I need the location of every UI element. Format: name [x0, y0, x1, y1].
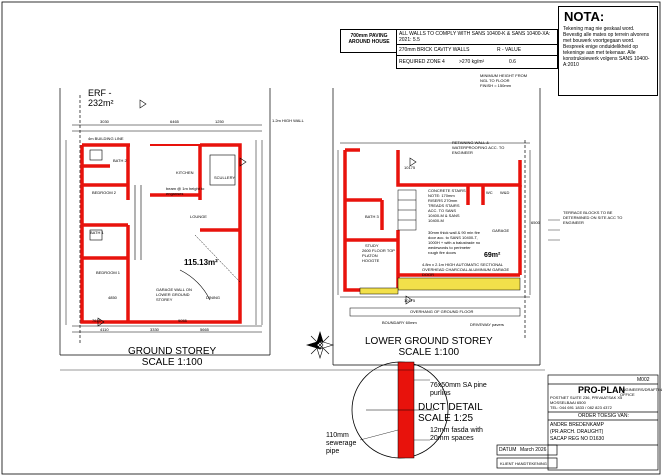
duct-scale: SCALE 1:25 — [418, 413, 474, 424]
duct-fascia: 12mm fasda with 20mm spaces — [430, 427, 483, 442]
room-bath3: BATH 3 — [365, 214, 379, 219]
lower-scale: SCALE 1:100 — [398, 347, 460, 358]
dim-ground-9055: 9055 — [178, 318, 187, 323]
brick-walls-label: 270mm BRICK CAVITY WALLS — [399, 47, 470, 53]
company-address2: MOSSELBAAI 6500 — [550, 400, 586, 405]
ground-walls — [80, 143, 242, 324]
stairs-note: CONCRETE STAIRS NOTE: 170mm RISERS 270mm… — [428, 188, 466, 223]
balustrade-note: 30mm thick wall & 90 min fire door acc. … — [428, 230, 481, 255]
duct-title-block: DUCT DETAIL SCALE 1:25 — [418, 402, 483, 424]
room-wd: W&D — [500, 190, 510, 195]
drafter-name: ANDRE BREDENKAMP — [550, 422, 604, 428]
dim-bottom-2: 3330 — [150, 327, 159, 332]
room-scullery: SCULLERY — [214, 175, 236, 180]
lower-dimension-lines — [337, 142, 531, 298]
room-kitchen: KITCHEN — [176, 170, 194, 175]
room-bath1: BATH 1 — [90, 230, 104, 235]
lower-dim-top: 10175 — [404, 165, 416, 170]
title-block-frame — [496, 374, 659, 471]
min-height-line3: FINISH = 150mm — [480, 83, 512, 88]
driveway-note: DRIVEWAY pavers — [470, 322, 504, 327]
ground-dimension-lines — [65, 124, 263, 333]
building-line-note: 4m BUILDING LINE — [88, 136, 124, 141]
min-height-line1: MINIMUM HEIGHT FROM — [480, 73, 528, 78]
room-bedroom1: BEDROOM 1 — [96, 270, 121, 275]
dim-ground-4850: 4850 — [108, 295, 117, 300]
sheet-number: M002 — [637, 377, 650, 383]
sacap-number: SACAP REG NO D1630 — [550, 436, 605, 442]
study-note: 2600 FLOOR TOP PLATON HOOGTE — [362, 248, 395, 263]
section-markers — [97, 99, 417, 327]
erf-label: ERF - — [88, 88, 112, 98]
garage-door-note: 4.8m x 2.1m HIGH AUTOMATIC SECTIONAL OVE… — [422, 262, 510, 277]
beam-note: beam @ 1m height to enganses — [166, 186, 205, 196]
room-bedroom2: BEDROOM 2 — [92, 190, 117, 195]
terrace-blocks — [548, 219, 560, 241]
density-label: >270 kg/m² — [459, 59, 485, 65]
min-height-line2: NGL TO FLOOR — [480, 78, 510, 83]
paving-note: 700mm PAVING AROUND HOUSE — [348, 33, 390, 45]
garage-door-strip — [397, 277, 521, 291]
room-wc: WC — [486, 190, 493, 195]
room-lounge: LOUNGE — [190, 214, 207, 219]
drafter-role: (PR.ARCH. DRAUGHT) — [550, 429, 604, 435]
walls-comply-note: ALL WALLS TO COMPLY WITH SANS 10400-K & … — [399, 31, 551, 43]
ground-title-block: GROUND STOREY SCALE 1:100 — [128, 346, 216, 368]
erf-area: 232m² — [88, 98, 114, 108]
duct-title: DUCT DETAIL — [418, 402, 483, 413]
lower-title-block: LOWER GROUND STOREY SCALE 1:100 — [365, 336, 493, 358]
lower-area: 69m² — [484, 252, 501, 259]
walls-comply-box: ALL WALLS TO COMPLY WITH SANS 10400-K & … — [396, 29, 558, 45]
zone-label: REQUIRED ZONE 4 — [399, 59, 445, 65]
ground-site-boundary — [59, 88, 271, 356]
client-signature-label: KLIENT HANDTEKENING — [500, 461, 547, 466]
retaining-wall-note: RETAINING WALL & WATERPROOFING ACC. TO E… — [452, 140, 505, 155]
ground-area: 115.13m² — [184, 258, 218, 267]
date-value: March 2026 — [520, 447, 547, 453]
lower-dim-right: 6500 — [531, 220, 540, 225]
terrace-note: TERRACE BLOCKS TO BE DETERMINED ON SITE … — [563, 210, 623, 225]
nota-box: NOTA: Tekening mag nie geskaal word. Bev… — [558, 6, 658, 96]
overhang-note: OVERHANG OF GROUND FLOOR — [410, 309, 474, 314]
r-value: 0.6 — [509, 59, 516, 65]
date-label: DATUM — [499, 447, 517, 453]
r-value-label: R - VALUE — [497, 47, 522, 53]
paving-note-box: 700mm PAVING AROUND HOUSE — [340, 29, 398, 53]
zone-row: REQUIRED ZONE 4 >270 kg/m² 0.6 — [396, 55, 558, 69]
company-name: PRO-PLAN — [578, 385, 625, 395]
company-tel: TEL: 044 691 1833 / 082 823 4372 — [550, 405, 612, 410]
ground-title: GROUND STOREY — [128, 346, 217, 357]
nota-title: NOTA: — [564, 9, 605, 24]
lower-title: LOWER GROUND STOREY — [365, 336, 493, 347]
dim-top-2: 6465 — [170, 119, 179, 124]
boundary-note: BOUNDARY 60mm — [382, 320, 417, 325]
erf-label-block: ERF - 232m² — [88, 88, 114, 108]
dim-ground-7615: 7615 — [92, 318, 101, 323]
min-height-note: MINIMUM HEIGHT FROM NGL TO FLOOR FINISH … — [480, 73, 540, 88]
duct-detail-drawing — [351, 361, 449, 459]
garage-wall-note: GARAGE WALL ON LOWER GROUND STOREY — [156, 287, 192, 302]
lower-site-boundary — [332, 88, 541, 366]
dim-bottom-1: 4110 — [100, 327, 109, 332]
company-address1: POSTNET SUITE 236, PRIVAATSAK X5 — [550, 395, 623, 400]
dim-bottom-3: 5665 — [200, 327, 209, 332]
room-dining: DINING — [206, 295, 220, 300]
room-bath2: BATH 2 — [113, 158, 127, 163]
lower-dim-bottom: 10175 — [404, 298, 416, 303]
room-study: STUDY — [365, 243, 379, 248]
company-sub: ENGINEERS/DRAFTING OFFICE — [620, 387, 662, 397]
ground-walls-thin — [89, 149, 236, 301]
duct-purlins: 76x50mm SA pine purlins — [430, 382, 487, 397]
room-garage: GARAGE — [492, 228, 510, 233]
high-wall-note: 1.2m HIGH WALL — [272, 118, 304, 123]
overhang-outline — [349, 307, 521, 317]
duct-pipe: 110mm sewerage pipe — [326, 432, 357, 455]
ground-scale: SCALE 1:100 — [141, 357, 203, 368]
order-label: ORDER TOESIG VAN: — [578, 413, 629, 419]
dim-top-1: 3030 — [100, 119, 109, 124]
dim-top-3: 1250 — [215, 119, 224, 124]
north-arrow-icon — [305, 330, 335, 360]
nota-body: Tekening mag nie geskaal word. Bevestig … — [563, 26, 650, 68]
